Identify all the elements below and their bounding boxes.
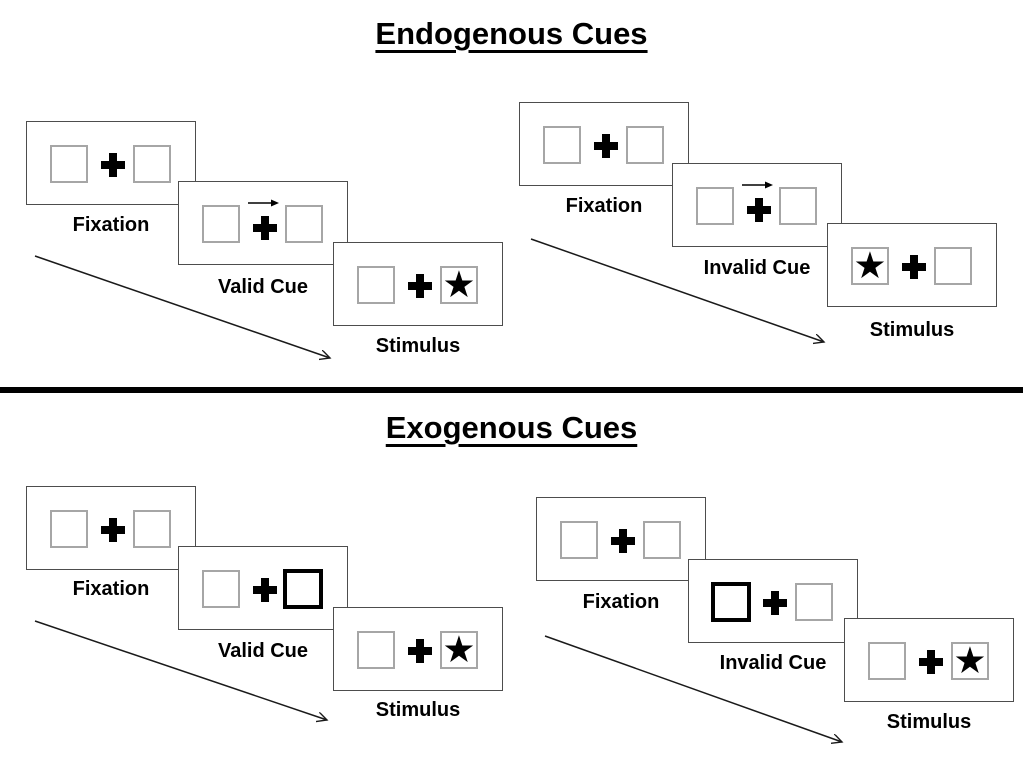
valid-cue-panel (178, 181, 348, 265)
right-box: ★ (951, 642, 989, 680)
fixation-panel (26, 121, 196, 205)
fixation-cross-icon (253, 578, 277, 602)
stimulus-panel: ★ (827, 223, 997, 307)
target-star-icon: ★ (953, 639, 987, 681)
right-box (626, 126, 664, 164)
left-box (868, 642, 906, 680)
right-box (133, 510, 171, 548)
target-star-icon: ★ (442, 263, 476, 305)
step-label: Invalid Cue (703, 257, 811, 279)
left-box (543, 126, 581, 164)
sequence-arrow (34, 620, 327, 720)
right-box-cue-highlight (283, 569, 323, 609)
fixation-cross-icon (594, 134, 618, 158)
right-box (795, 583, 833, 621)
fixation-panel (26, 486, 196, 570)
sequence-arrow (34, 255, 330, 358)
left-box (357, 631, 395, 669)
left-box (202, 205, 240, 243)
step-label: Stimulus (375, 699, 461, 721)
right-box (133, 145, 171, 183)
invalid-cue-panel (688, 559, 858, 643)
left-box (357, 266, 395, 304)
section-title-exogenous: Exogenous Cues (385, 410, 638, 445)
cue-arrow-icon (248, 199, 279, 207)
fixation-panel (536, 497, 706, 581)
right-box (779, 187, 817, 225)
right-box (643, 521, 681, 559)
sequence-arrow (544, 635, 842, 742)
left-box (50, 145, 88, 183)
right-box (285, 205, 323, 243)
step-label: Valid Cue (217, 276, 309, 298)
stimulus-panel: ★ (333, 242, 503, 326)
step-label: Invalid Cue (719, 652, 827, 674)
fixation-cross-icon (253, 216, 277, 240)
valid-cue-panel (178, 546, 348, 630)
step-label: Fixation (72, 578, 150, 600)
sequence-arrow (530, 238, 824, 342)
fixation-cross-icon (919, 650, 943, 674)
right-box: ★ (440, 631, 478, 669)
left-box-cue-highlight (711, 582, 751, 622)
fixation-panel (519, 102, 689, 186)
fixation-cross-icon (747, 198, 771, 222)
right-box: ★ (440, 266, 478, 304)
target-star-icon: ★ (442, 628, 476, 670)
fixation-cross-icon (101, 153, 125, 177)
fixation-cross-icon (763, 591, 787, 615)
fixation-cross-icon (902, 255, 926, 279)
left-box (50, 510, 88, 548)
step-label: Stimulus (886, 711, 972, 733)
right-box (934, 247, 972, 285)
fixation-cross-icon (101, 518, 125, 542)
left-box (560, 521, 598, 559)
step-label: Valid Cue (217, 640, 309, 662)
cue-arrow-icon (742, 181, 773, 189)
fixation-cross-icon (408, 639, 432, 663)
left-box (202, 570, 240, 608)
step-label: Stimulus (869, 319, 955, 341)
fixation-cross-icon (611, 529, 635, 553)
left-box (696, 187, 734, 225)
step-label: Fixation (72, 214, 150, 236)
stimulus-panel: ★ (844, 618, 1014, 702)
step-label: Fixation (582, 591, 660, 613)
stimulus-panel: ★ (333, 607, 503, 691)
target-star-icon: ★ (853, 244, 887, 286)
section-divider (0, 387, 1023, 393)
section-title-endogenous: Endogenous Cues (375, 16, 648, 51)
invalid-cue-panel (672, 163, 842, 247)
step-label: Stimulus (375, 335, 461, 357)
fixation-cross-icon (408, 274, 432, 298)
left-box: ★ (851, 247, 889, 285)
step-label: Fixation (565, 195, 643, 217)
